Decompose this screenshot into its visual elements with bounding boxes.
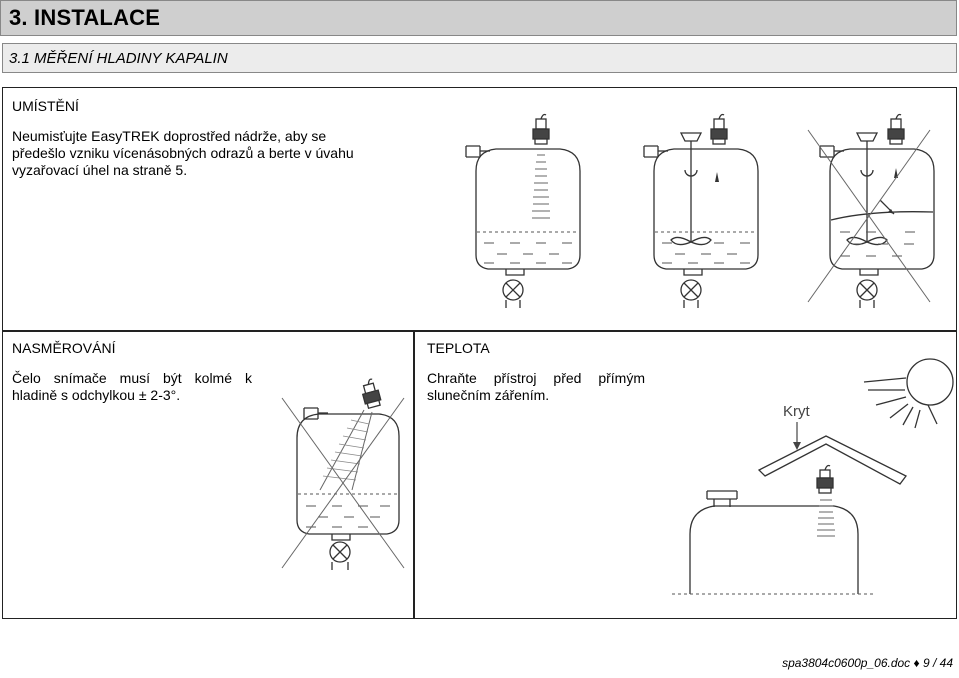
chapter-title: 3. INSTALACE bbox=[9, 5, 161, 30]
placement-panel bbox=[2, 87, 957, 331]
sun-cover-roof bbox=[757, 435, 907, 485]
temperature-heading: TEPLOTA bbox=[427, 340, 490, 356]
temperature-text: Chraňte přístroj před přímým slunečním z… bbox=[427, 370, 645, 403]
placement-heading: UMÍSTĚNÍ bbox=[12, 98, 79, 114]
temperature-panel bbox=[414, 331, 957, 619]
section-title: 3.1 MĚŘENÍ HLADINY KAPALIN bbox=[9, 50, 228, 67]
chapter-header: 3. INSTALACE bbox=[0, 0, 957, 36]
alignment-panel bbox=[2, 331, 414, 619]
document-reference: spa3804c0600p_06.doc ♦ 9 / 44 bbox=[782, 656, 953, 670]
alignment-text: Čelo snímače musí být kolmé k hladině s … bbox=[12, 370, 252, 403]
alignment-heading: NASMĚROVÁNÍ bbox=[12, 340, 116, 356]
section-header: 3.1 MĚŘENÍ HLADINY KAPALIN bbox=[2, 43, 957, 73]
sun-icon bbox=[863, 358, 954, 429]
placement-text: Neumisťujte EasyTREK doprostřed nádrže, … bbox=[12, 128, 354, 178]
cover-label: Kryt bbox=[783, 403, 810, 420]
